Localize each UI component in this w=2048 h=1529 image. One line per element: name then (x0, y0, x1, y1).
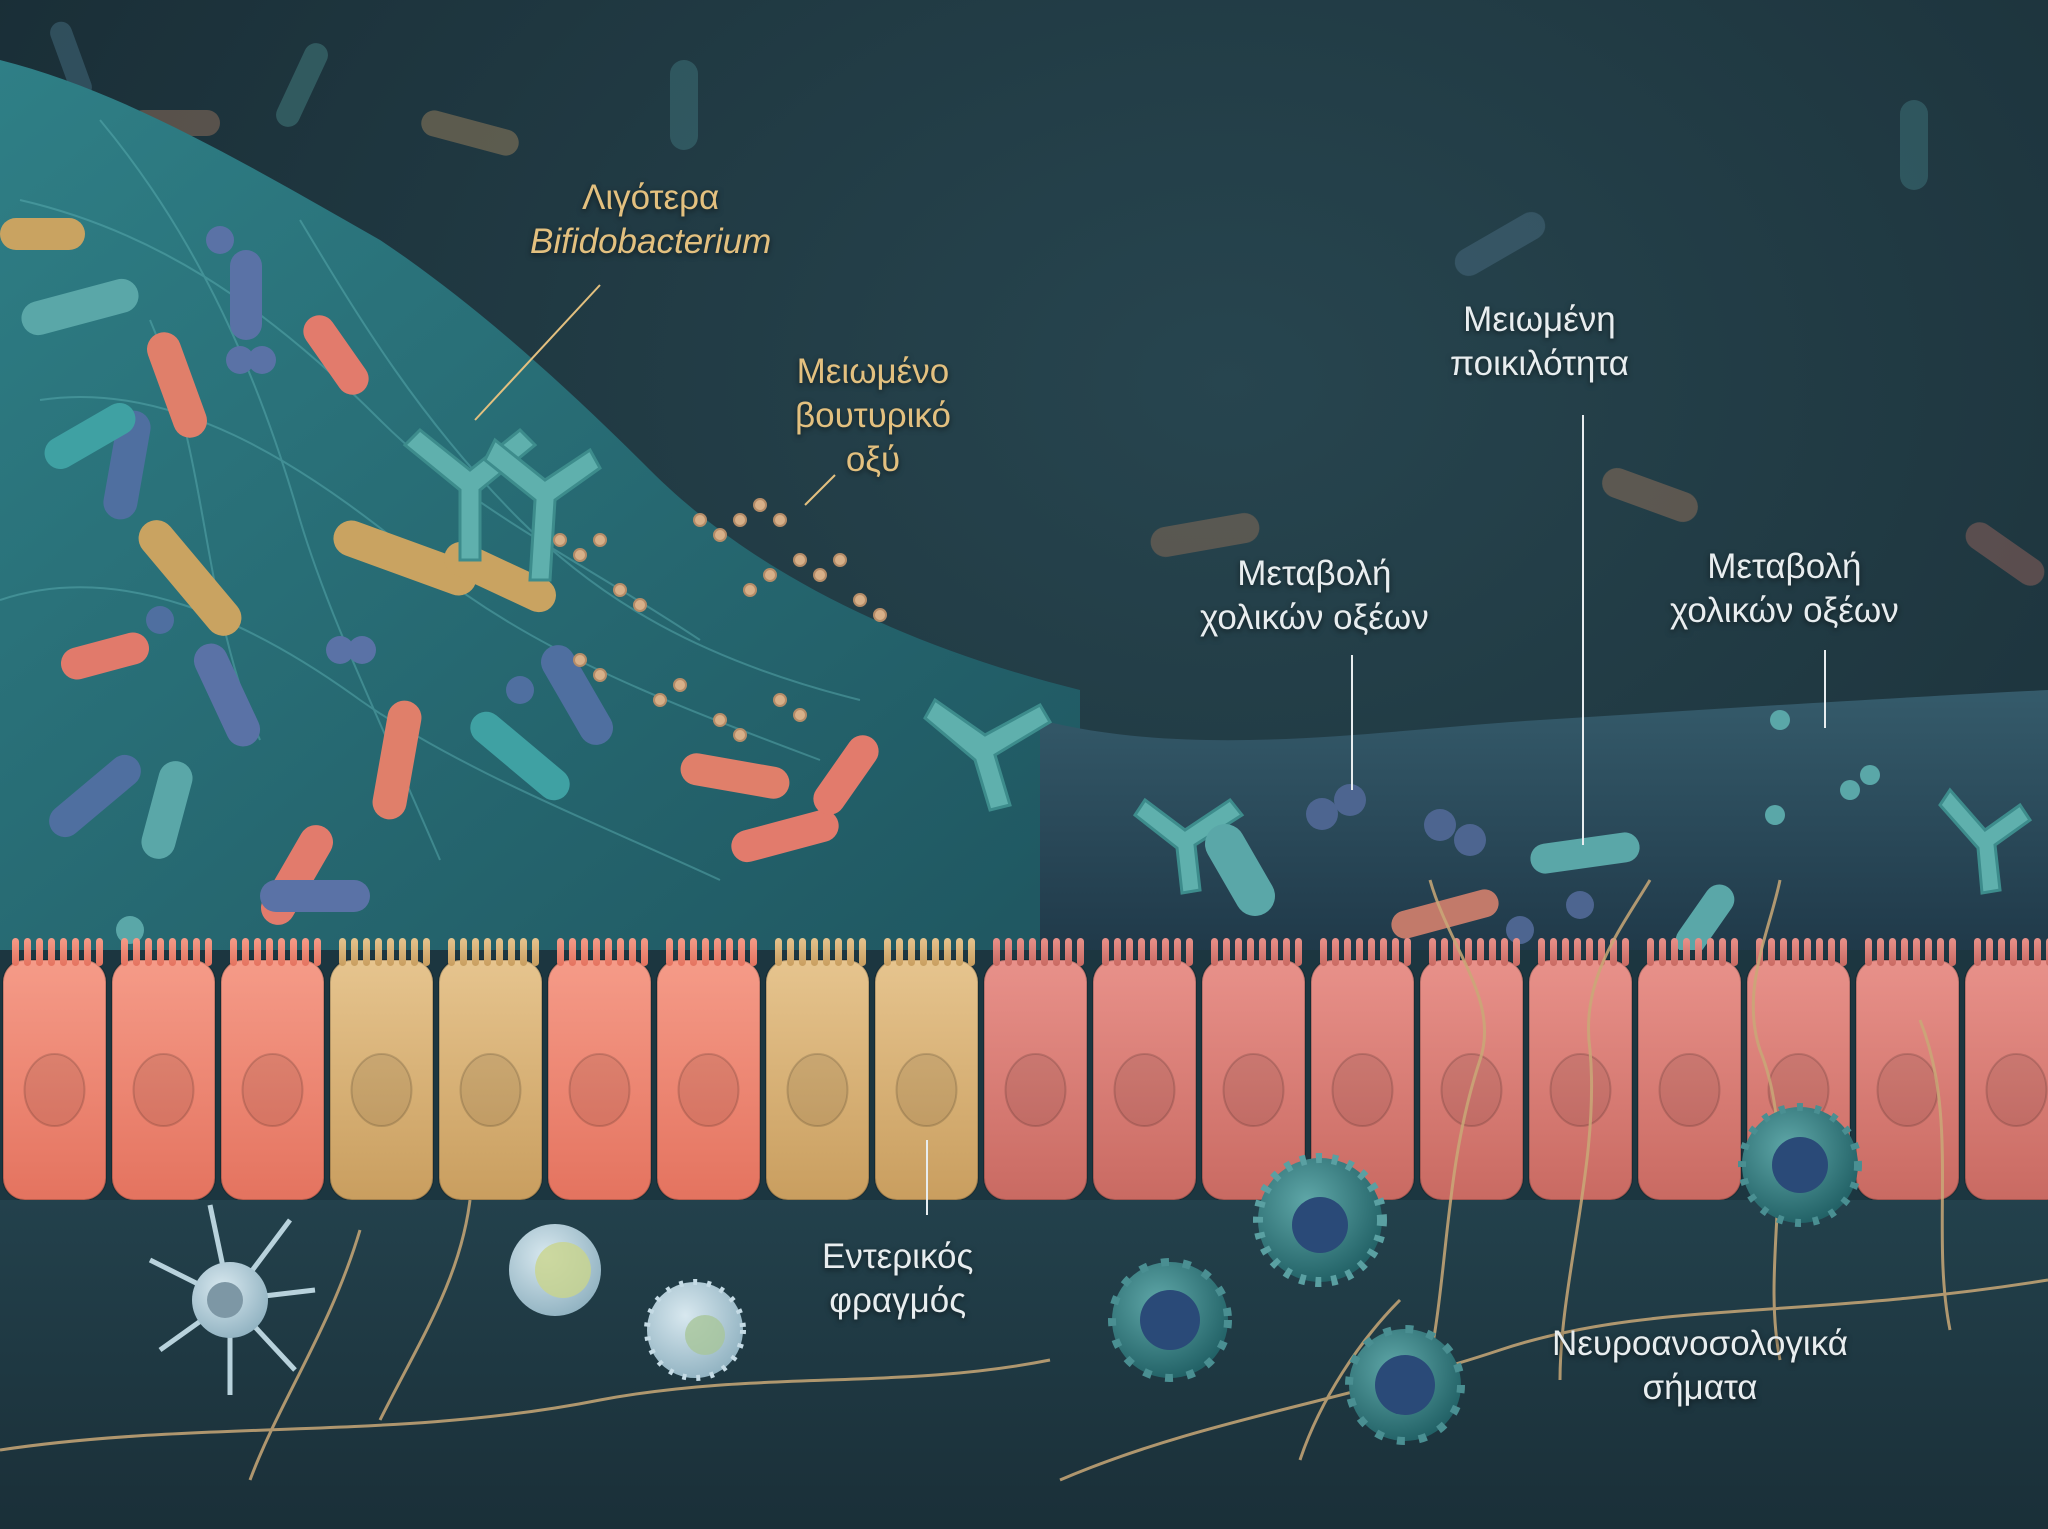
sparse-bacteria (1205, 710, 1880, 956)
activated-immune-cell-3 (1345, 1325, 1465, 1445)
epithelial-cell (1419, 938, 1524, 1201)
label-bile-acid-change-1: Μεταβολή χολικών οξέων (1200, 554, 1429, 637)
dendritic-cell (148, 1204, 316, 1395)
activated-immune-cell-1 (1253, 1153, 1387, 1287)
immune-cells (148, 1103, 1862, 1445)
macrophage (644, 1279, 746, 1381)
nerve-fibers (0, 879, 2048, 1482)
butyrate-molecules (553, 498, 887, 742)
leader-lines (474, 284, 1826, 1215)
bifidobacterium-cells (402, 427, 2033, 895)
epithelial-cell (874, 938, 979, 1201)
epithelial-cell (547, 938, 652, 1201)
activated-immune-cell-2 (1108, 1258, 1232, 1382)
lymphocyte (509, 1224, 601, 1316)
epithelial-cell (765, 938, 870, 1201)
epithelial-cell (1528, 938, 1633, 1201)
epithelial-cell (656, 938, 761, 1201)
leader-butyrate (804, 474, 836, 506)
epithelial-cell (1637, 938, 1742, 1201)
epithelial-cell (1964, 938, 2048, 1201)
epithelial-cell (438, 938, 543, 1201)
epithelial-cell (1201, 938, 1306, 1201)
epithelial-cell (1092, 938, 1197, 1201)
epithelial-cell (1855, 938, 1960, 1201)
label-neuroimmune-signals: Νευροανοσολογικά σήματα (1552, 1324, 1849, 1407)
leader-fewer-bifido (474, 284, 601, 421)
epithelial-cell (329, 938, 434, 1201)
label-bile-acid-change-2: Μεταβολή χολικών οξέων (1670, 547, 1899, 630)
activated-immune-cell-4 (1738, 1103, 1862, 1227)
label-intestinal-barrier: Εντερικός φραγμός (822, 1237, 974, 1320)
epithelial-cell (111, 938, 216, 1201)
epithelial-cell (2, 938, 107, 1201)
label-reduced-diversity: Μειωμένη ποικιλότητα (1450, 300, 1629, 383)
biofilm-bacteria (0, 218, 879, 944)
epithelial-cell (220, 938, 325, 1201)
label-fewer-bifidobacterium: Λιγότερα Bifidobacterium (530, 178, 772, 261)
epithelial-layer (0, 938, 2048, 1201)
epithelial-cell (983, 938, 1088, 1201)
thin-mucus-layer (1040, 690, 2048, 960)
label-reduced-butyrate: Μειωμένο βουτυρικό οξύ (795, 352, 951, 479)
